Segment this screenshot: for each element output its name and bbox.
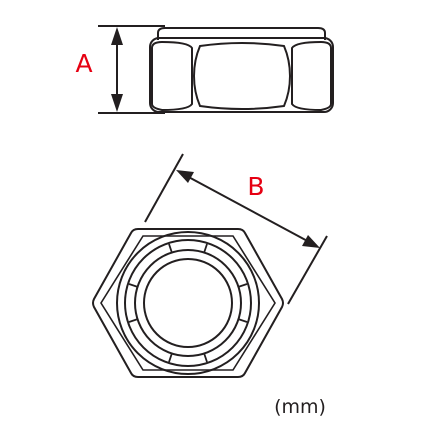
hex-outline-outer xyxy=(92,228,284,378)
dim-b-arrow-right xyxy=(302,235,320,248)
chamfer-circle xyxy=(116,231,260,375)
insert-ring-middle xyxy=(134,249,242,357)
dim-b-arrow-left xyxy=(176,170,194,183)
dim-a-arrow-top xyxy=(111,27,123,45)
dim-b-extension-right xyxy=(287,235,328,305)
side-view xyxy=(98,25,334,114)
dimension-b xyxy=(176,170,320,248)
insert-segment-marks xyxy=(128,243,248,363)
dim-b-extension-left xyxy=(144,153,184,223)
dim-a-arrow-bottom xyxy=(111,94,123,112)
dimension-b-label: B xyxy=(247,172,264,201)
hex-face-left xyxy=(151,40,193,112)
dimension-a-label: A xyxy=(75,49,92,78)
hex-outline-inner xyxy=(100,235,276,371)
unit-label: (mm) xyxy=(274,396,326,418)
insert-ring-outer xyxy=(124,239,252,367)
dim-b-line xyxy=(182,173,314,245)
hex-face-center xyxy=(192,42,292,110)
top-view xyxy=(92,153,328,378)
bore-circle xyxy=(143,258,233,348)
dimension-a xyxy=(111,27,123,112)
hex-face-right xyxy=(291,40,332,112)
hex-body-outline xyxy=(149,37,334,113)
nylon-insert-cap xyxy=(157,27,326,40)
